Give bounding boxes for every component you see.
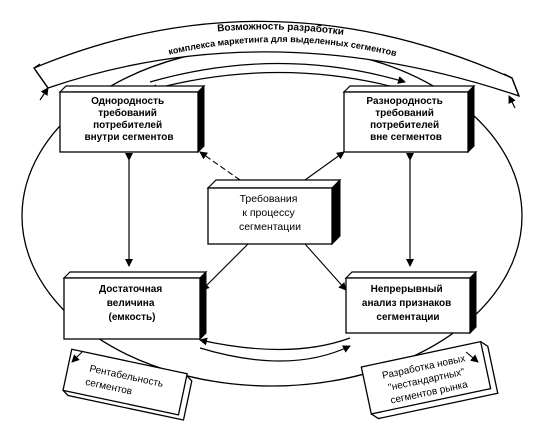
arrow-center-to-bottom-right	[304, 243, 347, 291]
box-center	[206, 178, 342, 246]
top-banner	[33, 20, 521, 98]
box-center-text: Требования к процессу сегментации	[239, 193, 301, 233]
curve-arrow-top-right	[149, 62, 406, 84]
curve-arrow-top-left	[149, 71, 406, 93]
curve-arrow-bottom-left	[199, 337, 351, 351]
arrow-to-tag-right	[465, 351, 479, 363]
box-top-left	[58, 84, 206, 154]
box-top-right-text: Разнородность требований потребителей вн…	[366, 96, 445, 143]
box-bottom-left	[62, 270, 208, 341]
left-side-arrow	[39, 87, 49, 101]
box-top-right	[342, 84, 476, 154]
arrow-to-tag-left	[71, 351, 83, 363]
box-bottom-right-text: Непрерывный анализ признаков сегментации	[362, 284, 454, 323]
curve-arrow-bottom-right	[199, 345, 351, 362]
tag-left: Рентабельность сегментов	[62, 348, 193, 421]
tag-right: Разработка новых "нестандартных" сегмент…	[360, 340, 499, 420]
arrow-center-to-top-left	[199, 151, 241, 181]
box-top-left-text: Однородность требований потребителей вну…	[84, 96, 173, 143]
box-bottom-left-text: Достаточная величина (емкость)	[99, 284, 165, 323]
arrow-center-to-bottom-left	[201, 243, 249, 291]
box-bottom-right	[344, 270, 478, 335]
arrow-center-to-top-right	[304, 151, 345, 181]
right-side-arrow	[508, 95, 516, 109]
